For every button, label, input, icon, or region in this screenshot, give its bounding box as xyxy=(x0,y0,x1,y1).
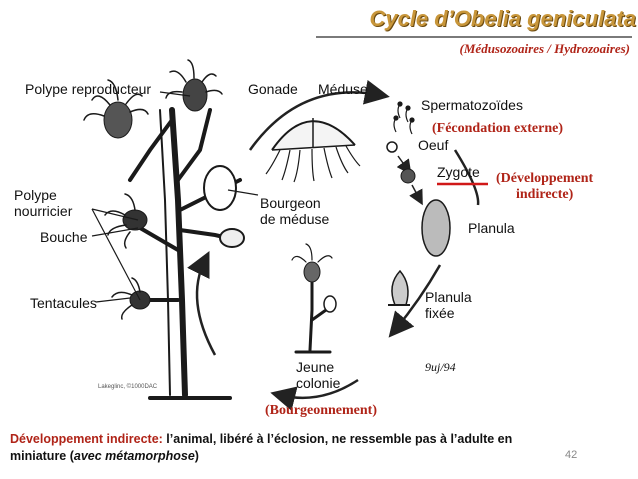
gametes-drawing xyxy=(386,101,416,184)
annotation-developpement-line1: (Développement xyxy=(496,171,594,186)
page-title: Cycle d’Obelia geniculata xyxy=(369,6,636,31)
label-gonade: Gonade xyxy=(248,81,298,97)
zygote-to-planula-arrow xyxy=(409,184,423,206)
cycle-arrow-top xyxy=(248,79,390,151)
label-meduse: Méduse xyxy=(318,81,368,97)
label-tentacules: Tentacules xyxy=(30,295,97,311)
cycle-arrow-bottom xyxy=(270,378,359,411)
label-zygote: Zygote xyxy=(437,164,480,180)
cycle-arrow-left xyxy=(187,251,217,356)
planula-drawing xyxy=(421,199,451,257)
label-colonie: colonie xyxy=(296,375,341,391)
leader-lines xyxy=(91,91,259,303)
colony-drawing xyxy=(83,59,245,400)
label-nourricier: nourricier xyxy=(14,203,73,219)
label-jeune: Jeune xyxy=(296,359,335,375)
label-planula-fixee-2: fixée xyxy=(425,305,455,321)
label-planula-fixee-1: Planula xyxy=(425,289,472,305)
label-polype-reproducteur: Polype reproducteur xyxy=(25,81,152,97)
label-signature: 9uj/94 xyxy=(425,360,456,374)
label-oeuf: Oeuf xyxy=(418,137,449,153)
cycle-arrows xyxy=(187,79,480,411)
annotation-developpement-line2: indirecte) xyxy=(516,187,574,202)
definition-text-3: ) xyxy=(194,449,199,463)
annotation-fecondation: (Fécondation externe) xyxy=(432,121,564,136)
label-polype: Polype xyxy=(14,187,57,203)
medusa-drawing xyxy=(265,118,361,183)
label-bouche: Bouche xyxy=(40,229,88,245)
label-spermatozoides: Spermatozoïdes xyxy=(421,97,523,113)
cycle-arrow-right-lower xyxy=(388,264,442,338)
label-de-meduse: de méduse xyxy=(260,211,330,227)
page-subtitle: (Médusozoaires / Hydrozoaires) xyxy=(459,41,630,56)
page-number: 42 xyxy=(565,449,578,461)
label-credit: Lakeglinc, ©1000DAC xyxy=(98,384,158,390)
label-planula: Planula xyxy=(468,220,515,236)
definition-text: Développement indirecte: l’animal, libér… xyxy=(10,431,610,465)
definition-text-2: miniature ( xyxy=(10,449,74,463)
definition-term: Développement indirecte: xyxy=(10,432,163,446)
label-bourgeon: Bourgeon xyxy=(260,195,321,211)
definition-emphasis: avec métamorphose xyxy=(73,449,195,463)
young-colony-drawing xyxy=(291,243,337,354)
annotation-bourgeonnement: (Bourgeonnement) xyxy=(265,403,377,418)
definition-text-1: l’animal, libéré à l’éclosion, ne ressem… xyxy=(162,432,513,446)
egg-to-zygote-arrow xyxy=(396,155,412,175)
title-underline xyxy=(316,36,632,38)
planula-fixed-drawing xyxy=(388,269,410,306)
